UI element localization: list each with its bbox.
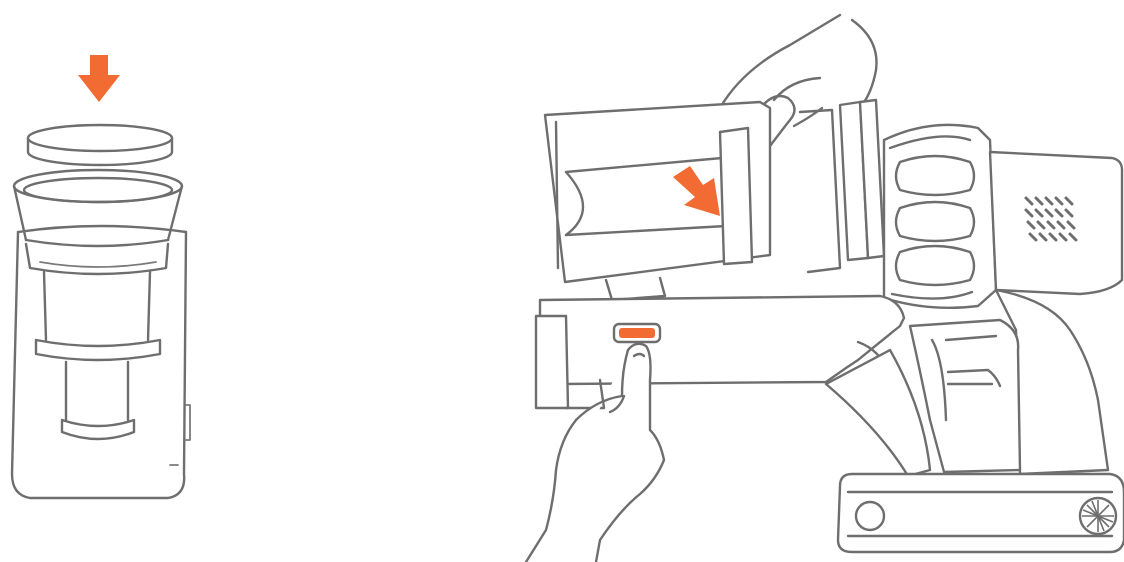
- cyclone-core: [36, 272, 160, 439]
- dust-cup-assembly: [12, 55, 190, 498]
- release-button[interactable]: [614, 324, 660, 342]
- vacuum-assembly: [526, 15, 1124, 562]
- motor-head: [884, 125, 1122, 308]
- filter-lid: [28, 125, 172, 165]
- cyclone-funnel: [14, 170, 182, 274]
- base-foot: [838, 474, 1124, 552]
- press-down-arrow-icon: [78, 55, 120, 102]
